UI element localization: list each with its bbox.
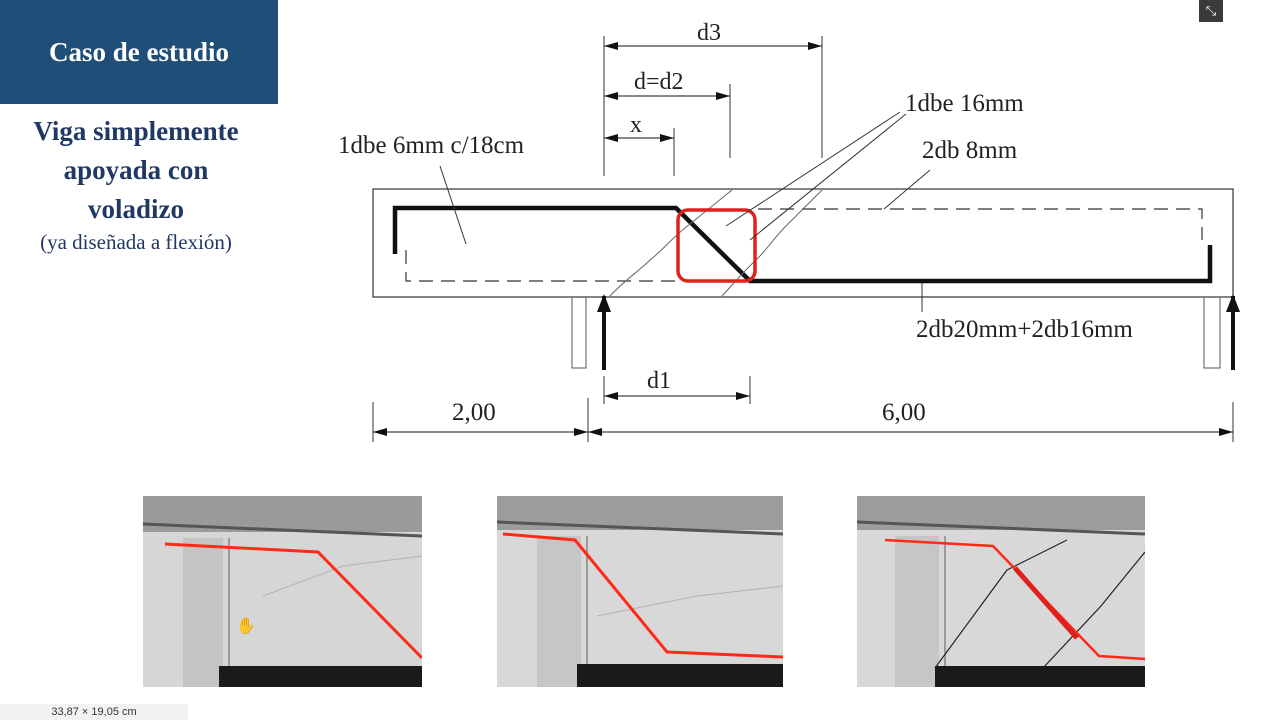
slide-title-box: Caso de estudio — [0, 0, 278, 104]
subtitle-line-2: apoyada con — [63, 155, 209, 185]
crack-line-2 — [721, 189, 823, 297]
leader-top-bars — [883, 169, 931, 210]
label-top-bars: 2db 8mm — [922, 137, 1018, 164]
stirrup-dashed-right — [758, 208, 1203, 240]
label-d1: d1 — [647, 368, 671, 394]
subtitle-line-1: Viga simplemente — [33, 116, 239, 146]
leader-bent-bar-2 — [749, 113, 907, 241]
label-stirrups: 1dbe 6mm c/18cm — [338, 132, 525, 159]
page-size-indicator: 33,87 × 19,05 cm — [0, 704, 188, 720]
crack-photo-3 — [857, 496, 1145, 687]
label-span-left: 2,00 — [452, 399, 496, 426]
support-left — [571, 297, 587, 369]
crack-photo-1 — [143, 496, 422, 687]
hand-cursor-icon: ✋ — [236, 616, 256, 635]
top-rebar — [392, 205, 1213, 284]
crack-photo-2 — [497, 496, 783, 687]
label-bottom-bars: 2db20mm+2db16mm — [916, 316, 1133, 343]
slide-title: Caso de estudio — [48, 36, 230, 67]
label-bent-bar: 1dbe 16mm — [905, 90, 1024, 117]
stirrup-dashed-left — [405, 250, 680, 282]
subtitle-note: (ya diseñada a flexión) — [40, 230, 232, 254]
leader-bent-bar-1 — [725, 111, 901, 227]
support-right — [1203, 297, 1221, 369]
leader-stirrups — [439, 165, 467, 245]
beam-outline — [372, 188, 1234, 298]
label-d-d2: d=d2 — [634, 69, 684, 95]
highlight-box — [676, 208, 757, 283]
exit-fullscreen-icon[interactable]: ⤡ — [1199, 0, 1223, 22]
slide-subtitle: Viga simplemente apoyada con voladizo (y… — [0, 112, 272, 255]
label-x: x — [630, 112, 642, 138]
support-left-arrowhead — [597, 294, 611, 312]
beam-diagram: d3 d=d2 x 1dbe 6mm c/18cm 1dbe 16mm 2db … — [338, 20, 1240, 442]
support-right-arrowhead — [1226, 294, 1240, 312]
label-d3: d3 — [697, 20, 721, 46]
subtitle-line-3: voladizo — [87, 194, 184, 224]
label-span-right: 6,00 — [882, 399, 926, 426]
